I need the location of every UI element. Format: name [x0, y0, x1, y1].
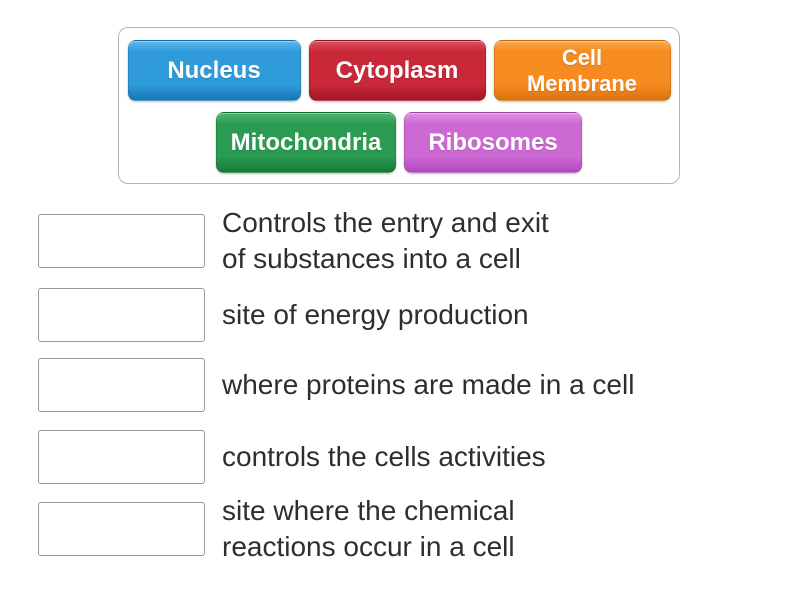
match-row: Controls the entry and exit of substance…	[38, 207, 768, 274]
answer-drop-slot[interactable]	[38, 358, 205, 412]
clue-text: site where the chemical reactions occur …	[222, 495, 515, 562]
word-chip-label: Nucleus	[167, 57, 261, 84]
word-chip-ribosomes[interactable]: Ribosomes	[404, 112, 582, 173]
word-chip-mitochondria[interactable]: Mitochondria	[216, 112, 396, 173]
word-chip-cytoplasm[interactable]: Cytoplasm	[308, 40, 486, 101]
clue-text: Controls the entry and exit of substance…	[222, 207, 549, 274]
word-chip-nucleus[interactable]: Nucleus	[127, 40, 301, 101]
answer-drop-slot[interactable]	[38, 430, 205, 484]
match-row: controls the cells activities	[38, 430, 768, 484]
word-chip-cell-membrane[interactable]: Cell Membrane	[493, 40, 671, 101]
match-row: site where the chemical reactions occur …	[38, 495, 768, 562]
word-bank-row-2: Mitochondria Ribosomes	[119, 112, 679, 173]
word-chip-label: Mitochondria	[230, 129, 382, 156]
answer-drop-slot[interactable]	[38, 214, 205, 268]
word-bank-panel: Nucleus Cytoplasm Cell Membrane Mitochon…	[118, 27, 680, 184]
clue-text: site of energy production	[222, 299, 529, 330]
answer-drop-slot[interactable]	[38, 502, 205, 556]
word-chip-label: Cell Membrane	[526, 44, 638, 96]
word-chip-label: Cytoplasm	[335, 57, 459, 84]
clue-text: where proteins are made in a cell	[222, 369, 635, 400]
word-chip-label: Ribosomes	[428, 129, 558, 156]
word-bank-row-1: Nucleus Cytoplasm Cell Membrane	[119, 40, 679, 101]
answer-drop-slot[interactable]	[38, 288, 205, 342]
match-row: site of energy production	[38, 288, 768, 342]
match-row: where proteins are made in a cell	[38, 358, 768, 412]
clue-text: controls the cells activities	[222, 441, 546, 472]
